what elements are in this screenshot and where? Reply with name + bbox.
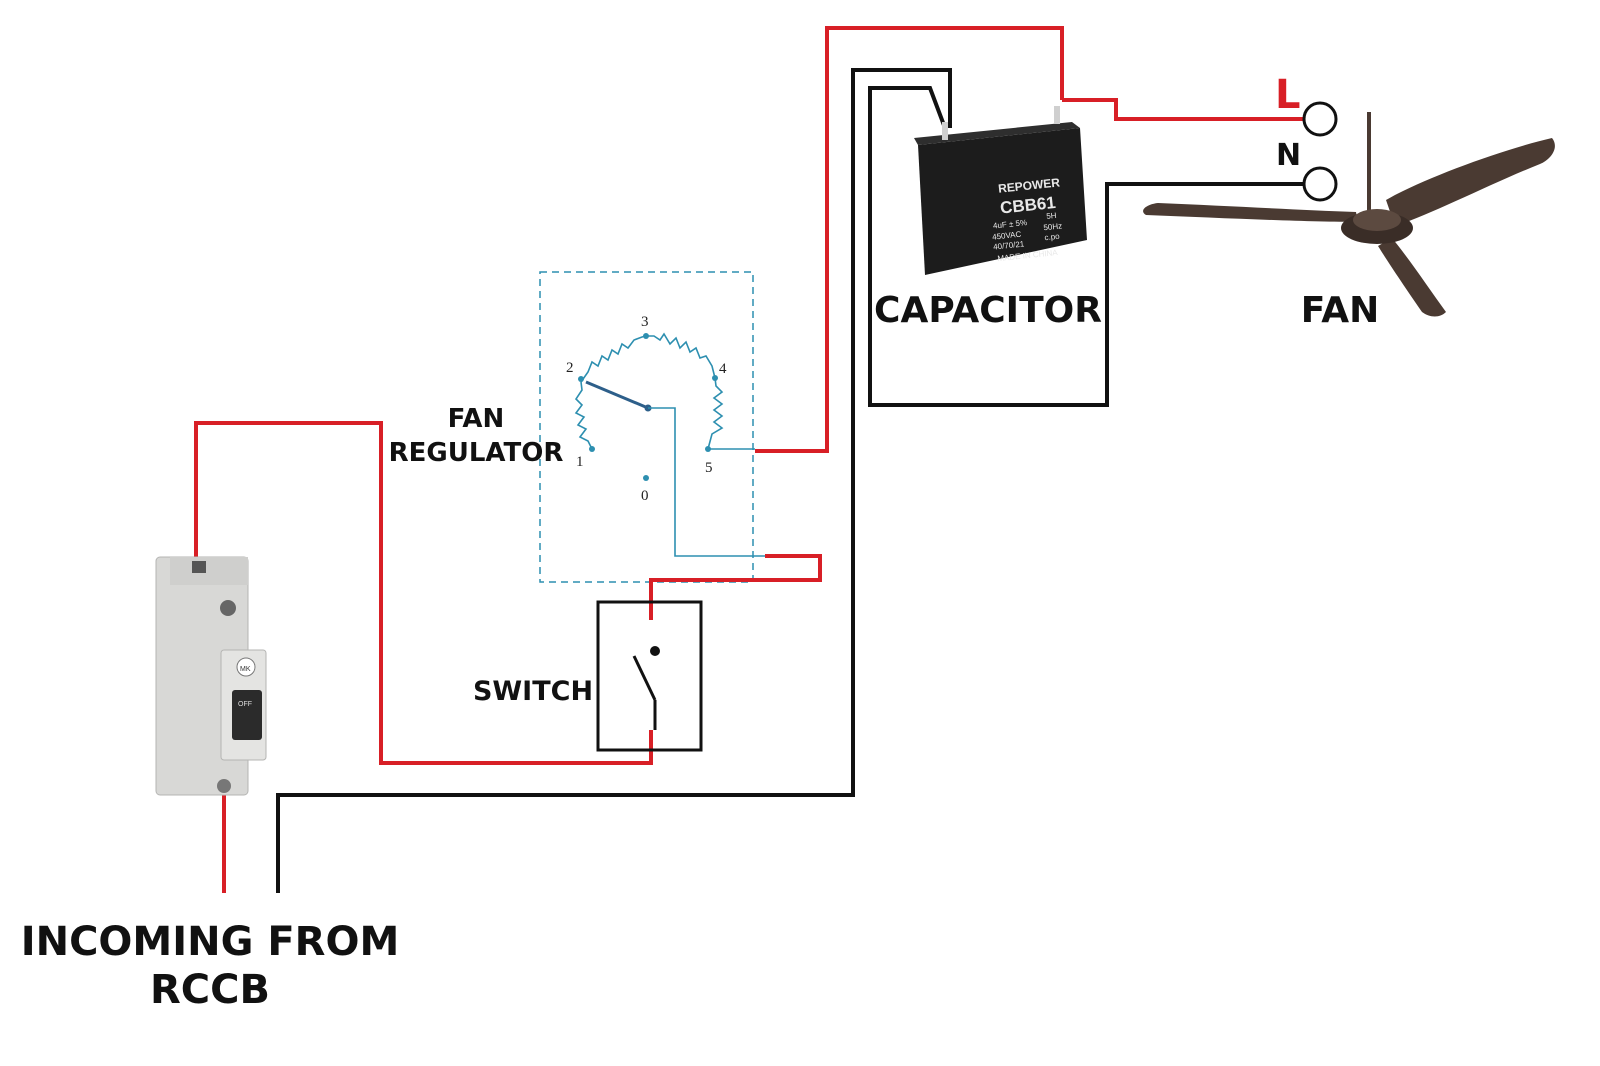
step-4: 4 bbox=[719, 361, 727, 377]
capacitor-spec5: 40/70/21 bbox=[993, 239, 1025, 251]
capacitor-spec2: 5H bbox=[1046, 211, 1057, 221]
live-terminal bbox=[1302, 101, 1338, 137]
live-wire-to-L-terminal bbox=[1062, 98, 1304, 121]
ceiling-fan-image bbox=[1143, 112, 1555, 317]
capacitor-label: CAPACITOR bbox=[874, 290, 1102, 331]
breaker-brand: MK bbox=[240, 666, 251, 673]
capacitor-spec6: c.po bbox=[1044, 232, 1061, 243]
capacitor-loop-wire bbox=[868, 86, 1304, 407]
regulator-dashed-box bbox=[539, 271, 754, 583]
tap-4 bbox=[712, 375, 718, 381]
switch-label: SWITCH bbox=[473, 676, 593, 707]
live-label: L bbox=[1275, 72, 1301, 118]
fan-regulator-label-line1: FAN bbox=[448, 404, 505, 434]
live-wire-regulator-to-fan bbox=[755, 26, 1064, 453]
capacitor-component: REPOWER CBB61 4uF ± 5% 5H 450VAC 50Hz 40… bbox=[914, 106, 1087, 275]
tap-2 bbox=[578, 376, 584, 382]
capacitor-spec3: 450VAC bbox=[992, 230, 1022, 242]
regulator-wiper bbox=[585, 380, 649, 410]
fan-regulator-label-line2: REGULATOR bbox=[389, 438, 564, 468]
live-wire-switch-to-regulator bbox=[649, 554, 822, 620]
step-5: 5 bbox=[705, 460, 713, 476]
breaker-state: OFF bbox=[238, 701, 252, 708]
step-1: 1 bbox=[576, 454, 584, 470]
neutral-terminal bbox=[1302, 166, 1338, 202]
tap-3 bbox=[643, 333, 649, 339]
switch-top-contact bbox=[650, 646, 660, 656]
regulator-resistor-arc bbox=[574, 332, 755, 450]
live-wire-breaker-to-switch bbox=[194, 421, 653, 765]
switch-blade bbox=[632, 655, 657, 701]
incoming-label-line2: RCCB bbox=[150, 967, 270, 1013]
capacitor-brand: REPOWER bbox=[997, 175, 1060, 195]
step-0: 0 bbox=[641, 488, 649, 504]
capacitor-spec1: 4uF ± 5% bbox=[993, 218, 1028, 231]
step-3: 3 bbox=[641, 314, 649, 330]
fan-label: FAN bbox=[1301, 290, 1379, 331]
mcb-breaker-image: MK OFF bbox=[155, 556, 267, 796]
regulator-common-wire bbox=[648, 407, 765, 557]
tap-0 bbox=[643, 475, 649, 481]
neutral-wire-incoming bbox=[276, 68, 952, 893]
switch-box bbox=[596, 600, 703, 752]
tap-1 bbox=[589, 446, 595, 452]
capacitor-spec4: 50Hz bbox=[1043, 221, 1063, 232]
tap-5 bbox=[705, 446, 711, 452]
step-2: 2 bbox=[566, 360, 574, 376]
neutral-label: N bbox=[1276, 138, 1301, 173]
incoming-label-line1: INCOMING FROM bbox=[21, 919, 400, 965]
